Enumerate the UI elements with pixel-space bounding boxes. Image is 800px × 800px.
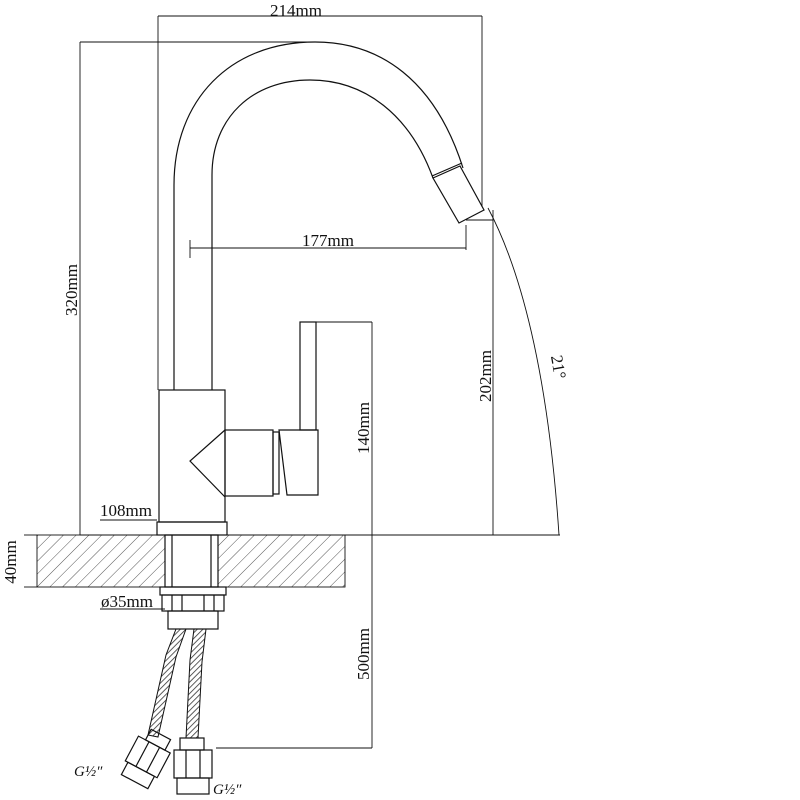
dim-label-reach: 177mm (302, 231, 354, 250)
dim-label-lever-height: 140mm (354, 402, 373, 454)
lever-handle (278, 321, 319, 496)
thread-label-left: G½″ (74, 764, 103, 780)
dimension-lines (24, 15, 560, 749)
dim-label-deck-thickness: 40mm (1, 540, 20, 583)
flexible-hoses (120, 628, 213, 795)
dim-label-swivel-angle: 21° (547, 354, 570, 381)
dim-label-shank-diameter: ø35mm (101, 592, 153, 611)
dim-label-spout-height: 202mm (476, 350, 495, 402)
dim-label-base-width: 108mm (100, 501, 152, 520)
spout (173, 41, 485, 390)
mounting-shank (159, 534, 227, 630)
dim-label-hose-length: 500mm (354, 628, 373, 680)
thread-label-right: G½″ (213, 782, 242, 798)
dim-label-total-width: 214mm (270, 1, 322, 20)
faucet-body (156, 389, 280, 536)
dim-label-total-height: 320mm (62, 264, 81, 316)
countertop (36, 534, 346, 588)
